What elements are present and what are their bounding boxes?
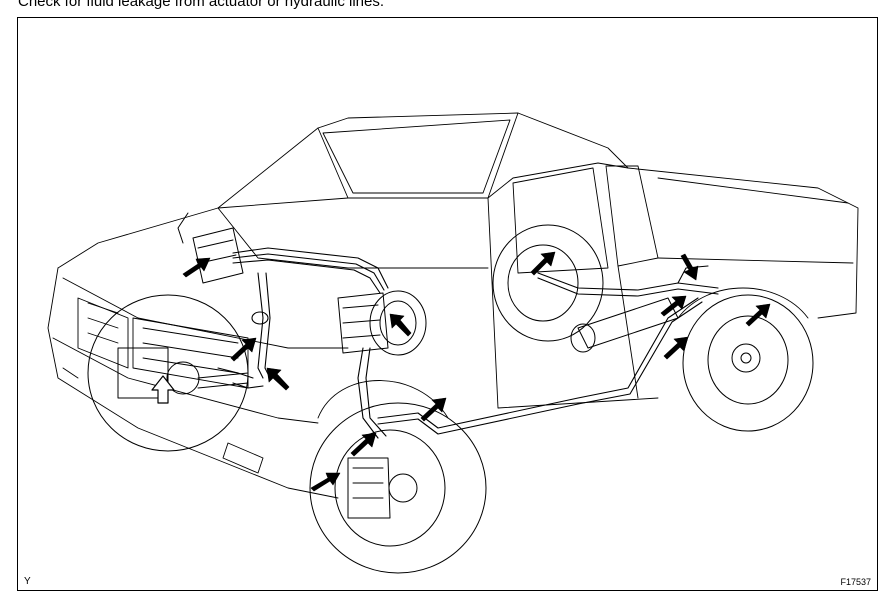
arrow-rear-right-wheel bbox=[530, 251, 556, 276]
arrow-actuator bbox=[182, 257, 211, 278]
inspection-arrows bbox=[182, 251, 771, 492]
rear-left-wheel bbox=[682, 294, 814, 432]
figure-code: F17537 bbox=[840, 577, 871, 587]
arrow-front-left-caliper bbox=[310, 472, 341, 492]
arrow-front-right-hollow bbox=[151, 375, 175, 404]
front-left-wheel bbox=[309, 402, 487, 574]
arrow-rear-line-mid bbox=[660, 295, 687, 317]
arrow-line-front-a bbox=[230, 337, 257, 362]
brake-lines bbox=[217, 247, 719, 439]
corner-code-left: Y bbox=[24, 576, 31, 587]
front-right-wheel-hidden bbox=[87, 294, 249, 452]
arrow-front-left-hose bbox=[350, 432, 377, 457]
vehicle-brake-line-illustration bbox=[47, 112, 859, 574]
arrow-rear-line-low bbox=[663, 336, 689, 360]
illustration-frame: Y F17537 bbox=[17, 17, 878, 591]
instruction-text: Check for fluid leakage from actuator or… bbox=[18, 0, 385, 10]
brake-booster bbox=[337, 290, 427, 356]
arrow-front-left-line bbox=[420, 397, 447, 422]
rear-right-wheel-hidden bbox=[492, 224, 604, 342]
arrow-rear-line-top bbox=[680, 253, 699, 281]
arrow-rear-left-wheel bbox=[745, 303, 771, 327]
arrow-booster bbox=[389, 313, 412, 337]
arrow-line-front-b bbox=[266, 367, 290, 391]
truck-body bbox=[47, 112, 859, 499]
